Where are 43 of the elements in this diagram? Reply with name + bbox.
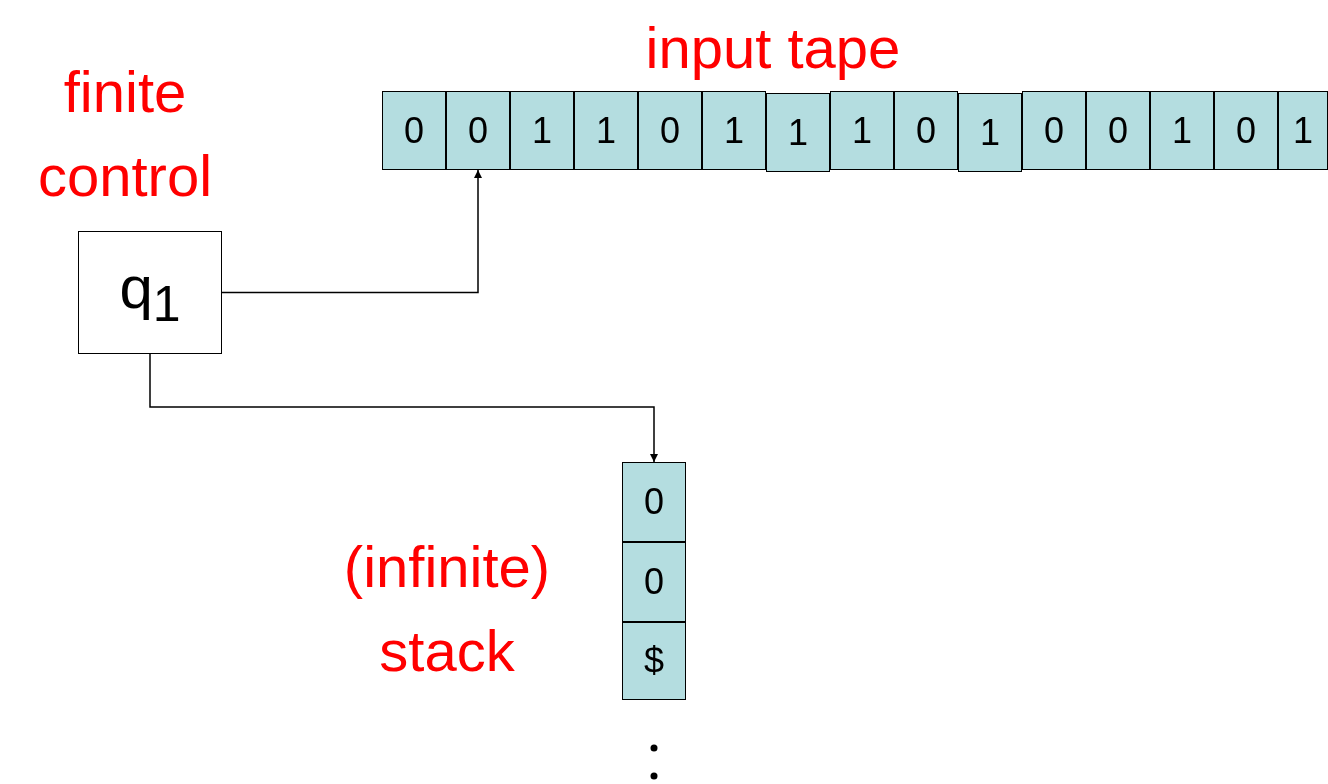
stack-cell	[622, 622, 686, 700]
tape-cell	[830, 91, 894, 170]
stack-cell	[622, 542, 686, 622]
cell-text: 0	[644, 561, 664, 603]
tape-cell	[574, 91, 638, 170]
cell-text: 0	[1108, 109, 1128, 152]
region-label: finite control	[36, 58, 214, 211]
tape-cell	[638, 91, 702, 170]
tape-cell	[1214, 91, 1278, 170]
region-label: (infinite) stack	[342, 533, 552, 686]
tape-cell	[446, 91, 510, 170]
arrow	[149, 353, 658, 463]
cell-text: 1	[532, 109, 552, 152]
cell-text: q$_{1}$	[119, 252, 181, 333]
cell-text: 0	[1044, 109, 1064, 152]
cell-text: 0	[404, 109, 424, 152]
cell-text: 1	[596, 109, 616, 152]
cell-text: 1	[980, 111, 1000, 154]
cell-text: $	[644, 640, 664, 682]
stack-cell	[622, 462, 686, 542]
cell-text: 0	[660, 109, 680, 152]
cell-text: 0	[916, 109, 936, 152]
cell-text: 0	[1236, 109, 1256, 152]
tape-cell	[1150, 91, 1214, 170]
state-box	[78, 231, 222, 354]
tape-cell	[510, 91, 574, 170]
cell-text: 0	[468, 109, 488, 152]
cell-text: 1	[1172, 109, 1192, 152]
tape-cell	[1086, 91, 1150, 170]
region-label: input tape	[644, 14, 902, 82]
cell-text: 1	[852, 109, 872, 152]
cell-text: 1	[724, 109, 744, 152]
tape-cell	[1022, 91, 1086, 170]
tape-cell	[894, 91, 958, 170]
cell-text: 1	[1293, 109, 1313, 152]
tape-cell	[702, 91, 766, 170]
arrow	[221, 169, 482, 294]
tape-cell	[766, 93, 830, 172]
tape-cell	[958, 93, 1022, 172]
cell-text: 1	[788, 111, 808, 154]
cell-text: 0	[644, 481, 664, 523]
tape-cell	[382, 91, 446, 170]
tape-cell	[1278, 91, 1328, 170]
